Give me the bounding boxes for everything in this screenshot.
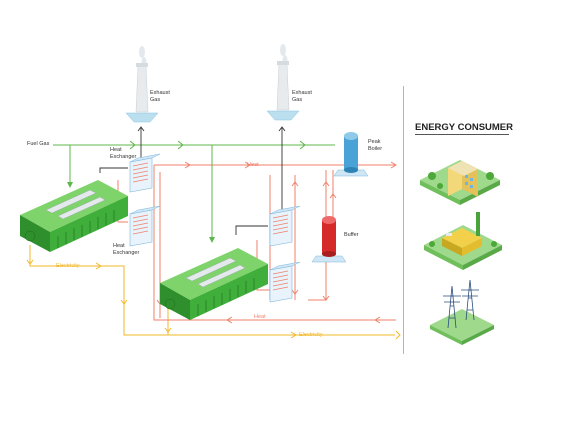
heat-exchanger-label-top: Heat Exchanger: [110, 147, 137, 160]
heat-exchanger-bottom: [129, 205, 161, 247]
exhaust-gas-label-1: Exhaust Gas: [150, 90, 170, 103]
heat-lines: [114, 161, 397, 324]
buffer-tank: [311, 216, 347, 263]
fuel-gas-lines: [53, 140, 335, 243]
electricity-label-2: Electricity: [299, 332, 323, 338]
chimney-1: [125, 63, 159, 123]
engine-generator-2: [160, 248, 268, 320]
exhaust-lines: [99, 126, 286, 235]
peak-boiler: [333, 132, 369, 177]
factory-icon: [424, 212, 502, 270]
heat-exchanger-upper-2: [269, 205, 301, 247]
heat-exchanger-top: [129, 153, 161, 193]
energy-consumer-title-underline: [415, 134, 509, 135]
panel-divider: [403, 86, 404, 354]
office-building-icon: [420, 160, 500, 205]
chimney-2: [266, 61, 300, 121]
peak-boiler-label: Peak Boiler: [368, 139, 383, 152]
fuel-gas-label: Fuel Gas: [27, 141, 50, 147]
engine-generator-1: [20, 180, 128, 252]
heat-exchanger-label-bottom: Heat Exchanger: [113, 243, 140, 256]
exhaust-gas-label-2: Exhaust Gas: [292, 90, 312, 103]
heat-label-bottom: Heat: [254, 314, 266, 320]
power-transmission-tower-icon: [430, 279, 494, 345]
electricity-lines: [26, 245, 401, 340]
heat-label-top: Heat: [247, 162, 259, 168]
energy-consumer-title: ENERGY CONSUMER: [415, 122, 514, 133]
heat-exchanger-lower-2: [269, 261, 301, 303]
electricity-label-1: Electricity: [56, 263, 80, 269]
buffer-label: Buffer: [344, 232, 359, 238]
